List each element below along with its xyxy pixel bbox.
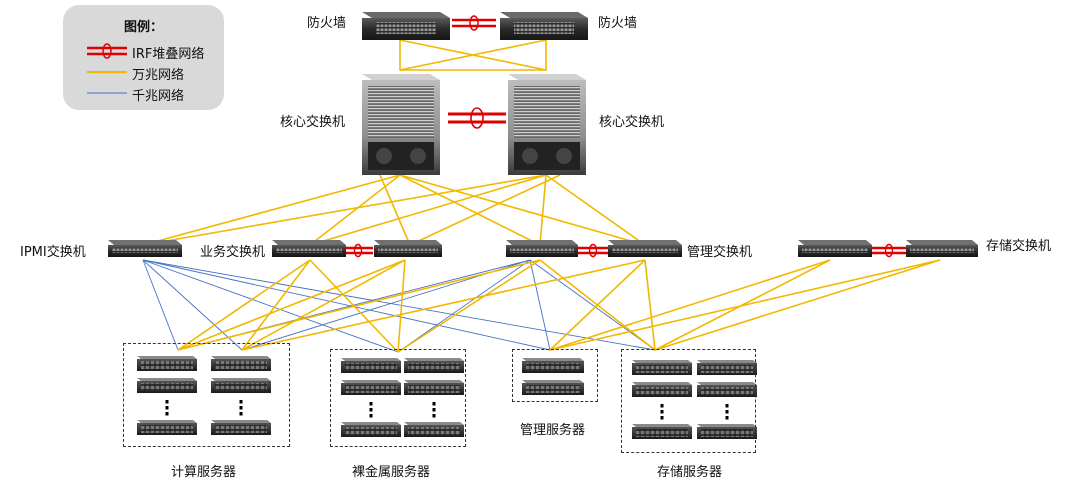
irf-management [578, 243, 608, 258]
irf-links [343, 15, 906, 258]
legend-label-10g: 万兆网络 [132, 68, 185, 83]
management-switch-1 [506, 240, 578, 257]
server-unit [341, 358, 401, 373]
ten-gigabit-links [142, 39, 941, 353]
ellipsis-dot [165, 412, 169, 416]
server-unit [211, 378, 271, 393]
server-unit [404, 358, 464, 373]
legend-box: 图例： IRF堆叠网络 万兆网络 千兆网络 [63, 5, 224, 110]
ellipsis-dot [239, 406, 243, 410]
baremetal-servers-group [330, 349, 466, 447]
irf-link-icon [87, 43, 127, 59]
legend-title: 图例： [123, 20, 163, 35]
server-unit [632, 360, 692, 375]
business-switch-label: 业务交换机 [200, 245, 266, 260]
core-switch-left [362, 74, 440, 175]
ellipsis-dot [725, 404, 729, 408]
legend-item-1g: 千兆网络 [63, 83, 224, 104]
firewall-right [500, 12, 588, 40]
server-unit [522, 380, 584, 395]
ellipsis-dot [165, 406, 169, 410]
ten-gigabit-link-icon [87, 71, 127, 73]
legend-label-1g: 千兆网络 [132, 89, 185, 104]
storage-servers-label: 存储服务器 [657, 465, 723, 480]
server-unit [632, 424, 692, 439]
mgmt-switch-label: 管理交换机 [687, 245, 753, 260]
ellipsis-dot [660, 410, 664, 414]
ellipsis-dot [660, 416, 664, 420]
server-unit [697, 424, 757, 439]
irf-storage [872, 243, 906, 258]
server-unit [341, 380, 401, 395]
storage-switch-1 [798, 240, 872, 257]
legend-item-10g: 万兆网络 [63, 62, 224, 83]
business-switch-2 [374, 240, 442, 257]
server-unit [341, 422, 401, 437]
server-unit [137, 356, 197, 371]
ellipsis-dot [432, 414, 436, 418]
server-unit [697, 382, 757, 397]
baremetal-servers-label: 裸金属服务器 [352, 465, 431, 480]
ellipsis-dot [239, 412, 243, 416]
ellipsis-dot [432, 402, 436, 406]
server-unit [522, 358, 584, 373]
ellipsis-dot [369, 408, 373, 412]
mgmt-servers-label: 管理服务器 [520, 423, 586, 438]
business-switch-1 [272, 240, 346, 257]
ellipsis-dot [239, 400, 243, 404]
compute-servers-label: 计算服务器 [171, 465, 237, 480]
compute-servers-group [123, 343, 290, 447]
ellipsis-dot [369, 402, 373, 406]
server-unit [404, 380, 464, 395]
irf-firewall [452, 15, 496, 31]
mgmt-servers-group [512, 349, 598, 402]
management-switch-2 [608, 240, 682, 257]
gigabit-link-icon [87, 92, 127, 94]
ellipsis-dot [165, 400, 169, 404]
legend-label-irf: IRF堆叠网络 [132, 47, 205, 62]
server-unit [632, 382, 692, 397]
server-unit [211, 356, 271, 371]
ellipsis-dots [165, 400, 729, 420]
irf-business [343, 243, 373, 258]
storage-switch-label: 存储交换机 [986, 239, 1052, 254]
ipmi-switch [108, 240, 182, 257]
firewall-right-label: 防火墙 [598, 16, 638, 31]
ellipsis-dot [369, 414, 373, 418]
firewall-left-label: 防火墙 [307, 16, 347, 31]
ellipsis-dot [432, 408, 436, 412]
ellipsis-dot [725, 410, 729, 414]
ellipsis-dot [660, 404, 664, 408]
storage-servers-group [621, 349, 756, 453]
legend-item-irf: IRF堆叠网络 [63, 41, 224, 62]
server-unit [211, 420, 271, 435]
firewall-left [362, 12, 450, 40]
core-switch-right [508, 74, 586, 175]
server-units [137, 356, 757, 439]
server-unit [404, 422, 464, 437]
core-right-label: 核心交换机 [599, 115, 665, 130]
server-unit [137, 420, 197, 435]
storage-switch-2 [906, 240, 978, 257]
server-unit [697, 360, 757, 375]
ipmi-switch-label: IPMI交换机 [20, 245, 86, 260]
irf-core [448, 107, 506, 129]
ellipsis-dot [725, 416, 729, 420]
core-left-label: 核心交换机 [280, 115, 346, 130]
server-unit [137, 378, 197, 393]
